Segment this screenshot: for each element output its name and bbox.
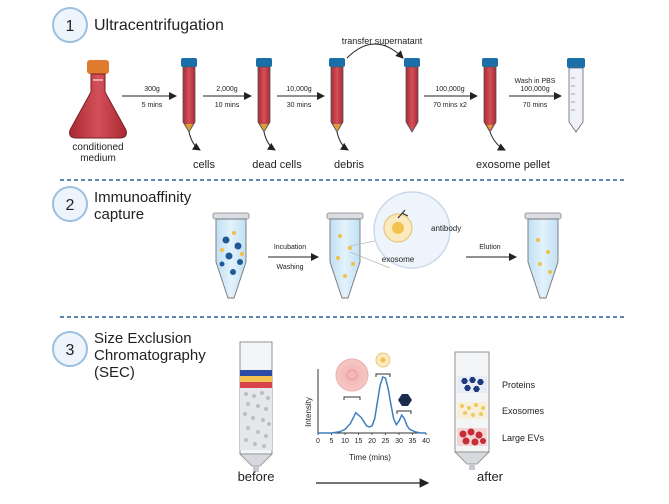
section-title: Ultracentrifugation <box>94 17 224 34</box>
section-1-header: 1 Ultracentrifugation <box>52 7 224 43</box>
fraction-label: Proteins <box>502 380 536 390</box>
step-label: Washing <box>277 264 304 271</box>
step-speed: 100,000g <box>435 86 464 93</box>
step-arrow-4: 100,000g 70 mins x2 <box>424 86 478 109</box>
chart-x-ticks: 0 5 10 15 20 25 30 35 40 <box>316 433 430 445</box>
fraction-label: Exosomes <box>502 406 545 416</box>
exosome-label: exosome <box>382 255 415 264</box>
section-title: capture <box>94 206 144 223</box>
step-arrow-3: 10,000g 30 mins <box>277 86 325 109</box>
before-label: before <box>238 469 275 484</box>
after-label: after <box>477 469 504 484</box>
step-speed: 2,000g <box>216 86 238 93</box>
transfer-arrow: transfer supernatant <box>342 36 423 59</box>
step-time: 10 mins <box>215 102 240 109</box>
step-time: 30 mins <box>287 102 312 109</box>
step-label: Incubation <box>274 244 306 251</box>
protein-icon <box>398 394 412 406</box>
conditioned-medium-flask: conditioned medium <box>69 60 127 164</box>
step-time: 70 mins x2 <box>433 102 467 109</box>
centrifuge-tube-2 <box>256 58 272 133</box>
incubation-arrow: Incubation Washing <box>268 244 319 271</box>
section-number-badge <box>52 186 88 222</box>
pellet-callouts: cells dead cells debris exosome pellet <box>188 131 550 171</box>
step-speed: 100,000g <box>520 86 549 93</box>
pellet-label: exosome pellet <box>476 159 550 171</box>
chart-x-axis-label: Time (mins) <box>349 453 391 462</box>
chart-y-axis-label: Intensity <box>304 397 313 427</box>
section-number-badge <box>52 7 88 43</box>
fraction-label: Large EVs <box>502 433 545 443</box>
immunoaffinity-tube-beads <box>212 212 250 299</box>
chart-tick-label: 20 <box>368 438 376 445</box>
section-number: 2 <box>66 197 75 214</box>
chart-tick-label: 15 <box>355 438 363 445</box>
section-title: Chromatography <box>94 347 206 364</box>
chart-series-line <box>318 375 426 434</box>
step-arrow-2: 2,000g 10 mins <box>203 86 252 109</box>
step-time: 5 mins <box>142 102 163 109</box>
centrifuge-tube-3 <box>329 58 345 133</box>
immunoaffinity-tube-captured <box>326 212 364 299</box>
zoom-callout: antibody exosome <box>349 191 461 269</box>
flask-label: conditioned <box>72 142 123 153</box>
section-3-header: 3 Size Exclusion Chromatography (SEC) <box>52 330 206 381</box>
centrifuge-tube-5 <box>482 58 498 133</box>
elution-arrow: Elution <box>466 244 517 261</box>
step-time: 70 mins <box>523 102 548 109</box>
step-speed: Wash in PBS <box>515 78 556 85</box>
step-speed: 300g <box>144 86 160 93</box>
centrifuge-tube-1 <box>181 58 197 133</box>
flask-cap-icon <box>87 60 109 74</box>
section-number-badge <box>52 331 88 367</box>
centrifuge-tube-4 <box>404 58 420 133</box>
step-speed: 10,000g <box>286 86 311 93</box>
step-arrow-1: 300g 5 mins <box>122 86 177 109</box>
section-number: 3 <box>66 342 75 359</box>
chart-tick-label: 35 <box>409 438 417 445</box>
antibody-icon <box>397 209 409 219</box>
sec-column-before: before <box>238 341 275 484</box>
pellet-label: cells <box>193 159 216 171</box>
section-2-header: 2 Immunoaffinity capture <box>52 186 192 223</box>
chart-tick-label: 30 <box>395 438 403 445</box>
chart-tick-label: 40 <box>422 438 430 445</box>
immunoaffinity-tube-eluted <box>524 212 562 299</box>
chart-tick-label: 25 <box>382 438 390 445</box>
transfer-label: transfer supernatant <box>342 36 423 46</box>
section-title: Immunoaffinity <box>94 189 192 206</box>
chart-tick-label: 0 <box>316 438 320 445</box>
sec-column-after: after Proteins Exosomes Large EVs <box>454 351 545 484</box>
pellet-label: dead cells <box>252 159 302 171</box>
section-title: (SEC) <box>94 364 135 381</box>
antibody-label: antibody <box>431 224 461 233</box>
section-number: 1 <box>66 18 75 35</box>
section-title: Size Exclusion <box>94 330 192 347</box>
step-label: Elution <box>479 244 501 251</box>
centrifuge-tube-6 <box>567 58 585 133</box>
pellet-label: debris <box>334 159 364 171</box>
chart-tick-label: 10 <box>341 438 349 445</box>
flask-label: medium <box>80 153 116 164</box>
step-arrow-5: Wash in PBS 100,000g 70 mins <box>509 78 562 109</box>
sec-chromatogram: 0 5 10 15 20 25 30 35 40 Time (mins) Intensity <box>304 352 430 462</box>
chart-tick-label: 5 <box>330 438 334 445</box>
